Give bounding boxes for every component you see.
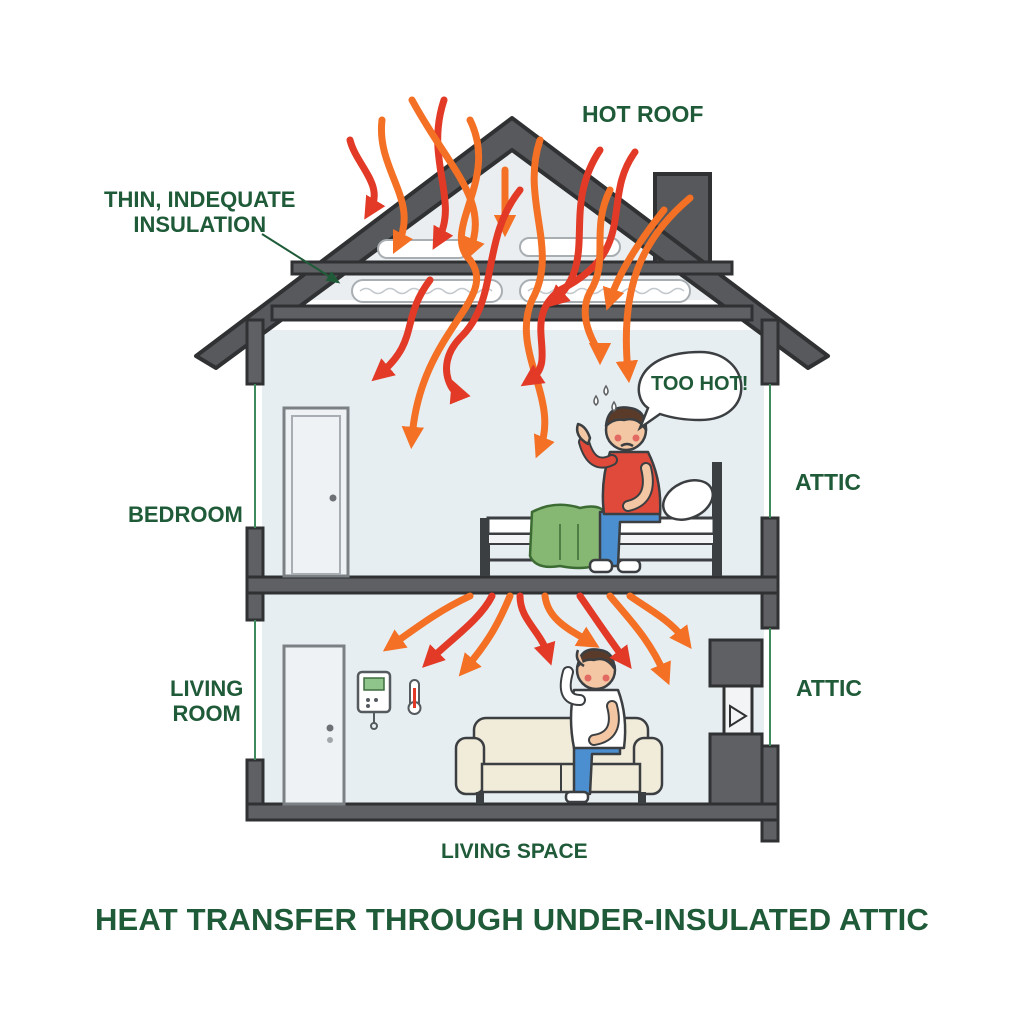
sofa — [454, 716, 664, 804]
sweat-drops — [593, 384, 617, 412]
living-room-label-line2: ROOM — [172, 700, 241, 726]
insulation-pointer — [261, 233, 341, 284]
living-space-label: LIVING SPACE — [441, 840, 588, 863]
heat-arrow — [520, 148, 639, 387]
fireplace — [708, 638, 764, 806]
heat-arrow — [382, 592, 474, 652]
heat-arrow — [615, 194, 694, 384]
speech-bubble — [637, 350, 743, 432]
diagram-title: HEAT TRANSFER THROUGH UNDER-INSULATED AT… — [94, 902, 930, 937]
heat-arrow — [541, 592, 600, 648]
blanket — [528, 503, 610, 570]
heat-arrow — [377, 116, 414, 255]
heat-arrow — [458, 592, 514, 677]
insulation-label-line1: THIN, INDEQUATE — [104, 187, 296, 212]
roof — [194, 116, 830, 370]
heat-arrow — [371, 276, 434, 382]
heat-arrow — [408, 96, 485, 261]
ceiling-joist — [270, 304, 754, 322]
living-room-door — [282, 644, 346, 806]
heat-arrow — [346, 136, 386, 220]
heat-arrow — [432, 96, 454, 250]
attic-label-upper: ATTIC — [795, 469, 862, 495]
heat-arrow — [581, 186, 614, 366]
door-knob — [326, 724, 334, 732]
speech-bubble-text: TOO HOT! — [651, 373, 749, 395]
living-room-label: LIVING ROOM — [170, 676, 244, 726]
bedroom-label: BEDROOM — [128, 502, 243, 527]
heat-arrow — [401, 116, 483, 450]
door-knob — [329, 494, 337, 502]
heat-arrow — [522, 136, 555, 459]
thermostat-icon — [356, 670, 392, 730]
insulation-label: THIN, INDEQUATE INSULATION — [104, 187, 296, 237]
thermometer-icon — [407, 679, 422, 715]
hot-man-bedroom — [575, 406, 662, 574]
heat-arrow — [443, 186, 524, 405]
heat-arrow — [576, 592, 632, 669]
attic-label-lower: ATTIC — [796, 675, 863, 701]
heat-arrow — [422, 592, 496, 668]
heat-arrow — [626, 592, 692, 649]
heat-arrows — [346, 96, 694, 686]
hot-roof-label: HOT ROOF — [582, 101, 704, 127]
attic-joist — [290, 260, 734, 276]
heat-arrow — [516, 592, 556, 666]
bedroom-door — [282, 406, 350, 578]
heat-arrow — [606, 592, 671, 686]
living-room-label-line1: LIVING — [170, 676, 244, 701]
heat-arrow — [602, 206, 668, 311]
hot-man-living-room — [559, 648, 627, 804]
insulation-label-line2: INSULATION — [133, 211, 267, 237]
